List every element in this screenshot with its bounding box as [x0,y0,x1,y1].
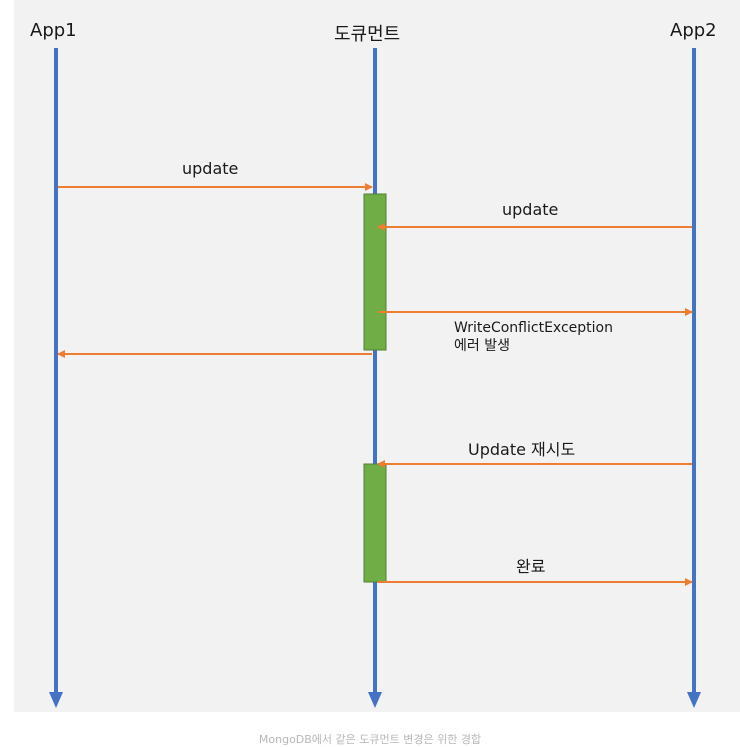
lane-label-document: 도큐먼트 [334,24,401,45]
figure-caption: MongoDB에서 같은 도큐먼트 변경은 위한 경합 [258,733,482,746]
message-label-retry: Update 재시도 [468,440,576,459]
activation-bar-1 [363,193,387,351]
message-label-update-app1: update [182,159,239,178]
diagram-canvas: App1 도큐먼트 App2 update update WriteConfli… [14,0,740,712]
message-label-exception: WriteConflictException 에러 발생 [454,319,613,355]
message-label-exception-line2: 에러 발생 [454,338,510,354]
lane-label-app1: App1 [30,20,77,41]
sequence-diagram [49,48,701,708]
lifeline-app2-arrowhead [687,692,701,708]
lifeline-app1-arrowhead [49,692,63,708]
message-label-update-app2: update [502,200,559,219]
message-label-complete: 완료 [516,557,546,576]
activation-bar-2 [363,463,387,583]
message-label-exception-line1: WriteConflictException [454,320,613,336]
lane-label-app2: App2 [670,20,717,41]
lifeline-document-arrowhead [368,692,382,708]
